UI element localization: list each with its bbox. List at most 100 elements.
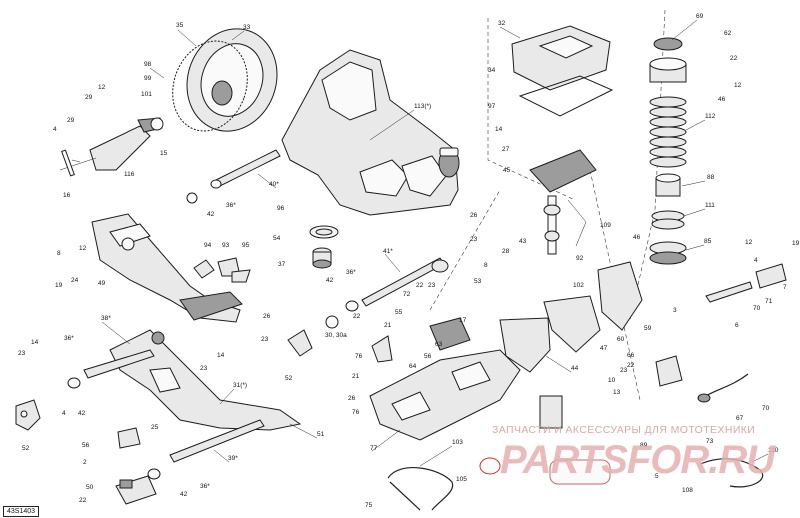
- callout-label: 55: [395, 309, 403, 316]
- callout-label: 43: [519, 238, 527, 245]
- callout-label: 76: [352, 409, 360, 416]
- airbox-32-34: [511, 25, 614, 117]
- callout-label: 16: [63, 192, 71, 199]
- callout-label: 31(*): [233, 382, 247, 389]
- callout-label: 51: [317, 431, 325, 438]
- block-50: [115, 475, 157, 505]
- callout-label: 26: [348, 395, 356, 402]
- wire-67: [697, 373, 749, 403]
- main-frame-chassis: [281, 49, 460, 216]
- callout-label: 14: [31, 339, 39, 346]
- callout-label: 4: [754, 257, 758, 264]
- callout-label: 41*: [383, 248, 393, 255]
- callout-label: 56: [424, 353, 432, 360]
- drive-cover-assembly: [172, 28, 278, 132]
- callout-label: 46: [633, 234, 641, 241]
- callout-label: 46: [718, 96, 726, 103]
- callout-label: 105: [456, 476, 467, 483]
- callout-label: 6: [735, 322, 739, 329]
- callout-label: 70: [762, 405, 770, 412]
- callout-label: 36*: [226, 202, 236, 209]
- callout-label: 108: [682, 487, 693, 494]
- bracket-46-47-44: [499, 261, 643, 373]
- callout-label: 22: [730, 55, 738, 62]
- callout-label: 66: [627, 352, 635, 359]
- callout-label: 52: [22, 445, 30, 452]
- callout-label: 50: [86, 484, 94, 491]
- callout-label: 27: [502, 146, 510, 153]
- callout-label: 85: [704, 238, 712, 245]
- callout-label: 112: [705, 113, 716, 120]
- callout-label: 36*: [64, 335, 74, 342]
- callout-label: 116: [124, 171, 135, 178]
- callout-label: 29: [85, 94, 93, 101]
- callout-label: 22: [353, 313, 361, 320]
- cable-75: [387, 457, 501, 511]
- callout-label: 8: [484, 262, 488, 269]
- callout-label: 17: [459, 317, 467, 324]
- callout-label: 53: [474, 278, 482, 285]
- watermark-text: ЗАПЧАСТИ И АКСЕССУАРЫ ДЛЯ МОТОТЕХНИКИ: [492, 424, 756, 436]
- callout-label: 10: [608, 377, 616, 384]
- linkage-71: [705, 263, 787, 303]
- callout-label: 32: [498, 20, 506, 27]
- callout-label: 38*: [101, 315, 111, 322]
- callout-label: 94: [204, 242, 212, 249]
- callout-label: 23: [428, 282, 436, 289]
- callout-label: 4: [53, 126, 57, 133]
- bushing-54-37: [309, 225, 339, 269]
- callout-label: 103: [452, 439, 463, 446]
- shaft-41: [345, 257, 449, 312]
- callout-label: 23: [200, 365, 208, 372]
- left-rail-49: [91, 213, 243, 323]
- callout-label: 88: [707, 174, 715, 181]
- shift-bracket-assembly: [59, 117, 164, 177]
- callout-label: 26: [470, 212, 478, 219]
- callout-label: 36*: [200, 483, 210, 490]
- callout-label: 42: [180, 491, 188, 498]
- callout-label: 39*: [228, 455, 238, 462]
- callout-label: 33: [243, 24, 251, 31]
- callout-label: 25: [151, 424, 159, 431]
- callout-label: 47: [600, 345, 608, 352]
- callout-label: 28: [502, 248, 510, 255]
- callout-label: 22: [79, 497, 87, 504]
- callout-label: 60: [617, 336, 625, 343]
- callout-label: 71: [765, 298, 773, 305]
- callout-label: 42: [326, 277, 334, 284]
- swing-arm-31: [83, 329, 302, 463]
- bracket-52-left: [15, 399, 41, 431]
- callout-label: 56: [82, 442, 90, 449]
- washer-25-56: [67, 377, 161, 480]
- callout-label: 42: [207, 211, 215, 218]
- callout-label: 23: [470, 236, 478, 243]
- mount-bracket-77: [369, 317, 521, 441]
- callout-label: 96: [277, 205, 285, 212]
- callout-label: 2: [83, 459, 87, 466]
- callout-label: 4: [62, 410, 66, 417]
- callout-label: 67: [736, 415, 744, 422]
- callout-label: 22: [627, 362, 635, 369]
- callout-label: 72: [403, 291, 411, 298]
- callout-label: 45: [503, 167, 511, 174]
- callout-label: 52: [285, 375, 293, 382]
- bracket-93-95: [193, 257, 251, 283]
- callout-label: 42: [78, 410, 86, 417]
- callout-label: 29: [67, 117, 75, 124]
- callout-label: 49: [98, 280, 106, 287]
- callout-label: 69: [696, 13, 704, 20]
- callout-label: 12: [734, 82, 742, 89]
- callout-label: 15: [160, 150, 168, 157]
- callout-label: 54: [273, 235, 281, 242]
- callout-label: 36*: [346, 269, 356, 276]
- watermark-logo: PARTSFOR.RU: [500, 438, 775, 482]
- callout-label: 95: [242, 242, 250, 249]
- callout-label: 59: [644, 325, 652, 332]
- callout-label: 21: [384, 322, 392, 329]
- callout-label: 7: [783, 284, 787, 291]
- callout-label: 92: [576, 255, 584, 262]
- callout-label: 99: [144, 75, 152, 82]
- callout-label: 34: [488, 67, 496, 74]
